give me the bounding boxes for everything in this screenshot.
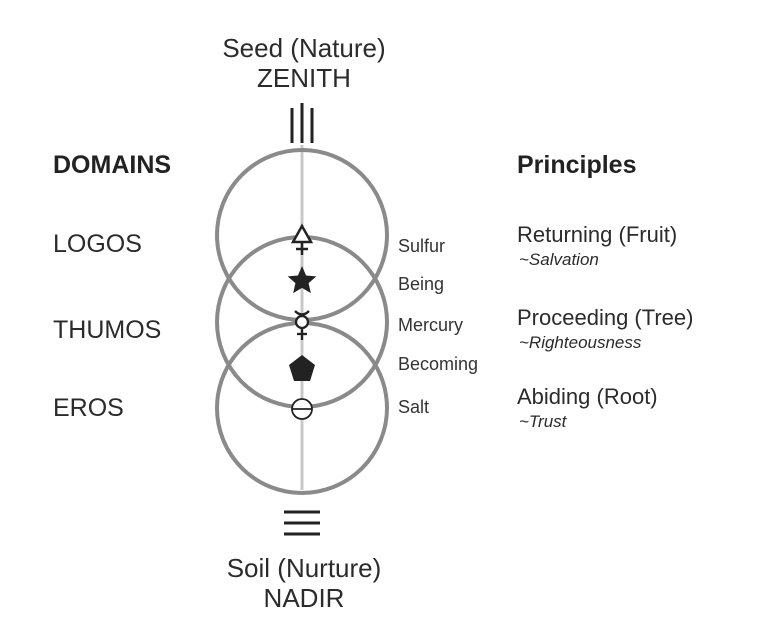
star-icon bbox=[287, 266, 317, 294]
principle-proceeding: Proceeding (Tree) bbox=[517, 305, 694, 330]
seed-nature-text: Seed (Nature) bbox=[222, 33, 386, 63]
domains-heading: DOMAINS bbox=[53, 151, 172, 179]
nadir-text: NADIR bbox=[263, 583, 345, 613]
zenith-label: Seed (Nature) ZENITH bbox=[222, 33, 385, 93]
nadir-label: Soil (Nurture) NADIR bbox=[227, 553, 382, 613]
alchemy-mercury: Mercury bbox=[398, 315, 464, 335]
alchemy-being: Being bbox=[398, 274, 445, 294]
principle-returning-sub: ~Salvation bbox=[519, 250, 599, 269]
soil-nurture-text: Soil (Nurture) bbox=[226, 553, 382, 583]
horizontal-trigram-icon bbox=[284, 510, 320, 536]
principle-abiding: Abiding (Root) bbox=[517, 384, 658, 409]
alchemy-salt: Salt bbox=[398, 397, 430, 417]
vertical-trigram-icon bbox=[290, 103, 314, 143]
domain-thumos: THUMOS bbox=[53, 316, 162, 344]
domain-eros: EROS bbox=[53, 394, 124, 422]
alchemy-becoming: Becoming bbox=[398, 354, 479, 374]
principles-heading: Principles bbox=[517, 151, 637, 179]
principle-proceeding-sub: ~Righteousness bbox=[519, 333, 642, 352]
alchemy-sulfur: Sulfur bbox=[398, 236, 446, 256]
zenith-text: ZENITH bbox=[257, 63, 351, 93]
domain-logos: LOGOS bbox=[53, 230, 142, 258]
principle-returning: Returning (Fruit) bbox=[517, 222, 678, 247]
pentagon-icon bbox=[289, 355, 315, 381]
principle-abiding-sub: ~Trust bbox=[519, 412, 567, 431]
mercury-icon bbox=[294, 310, 310, 340]
sulfur-icon bbox=[290, 223, 314, 255]
salt-icon bbox=[291, 398, 313, 420]
